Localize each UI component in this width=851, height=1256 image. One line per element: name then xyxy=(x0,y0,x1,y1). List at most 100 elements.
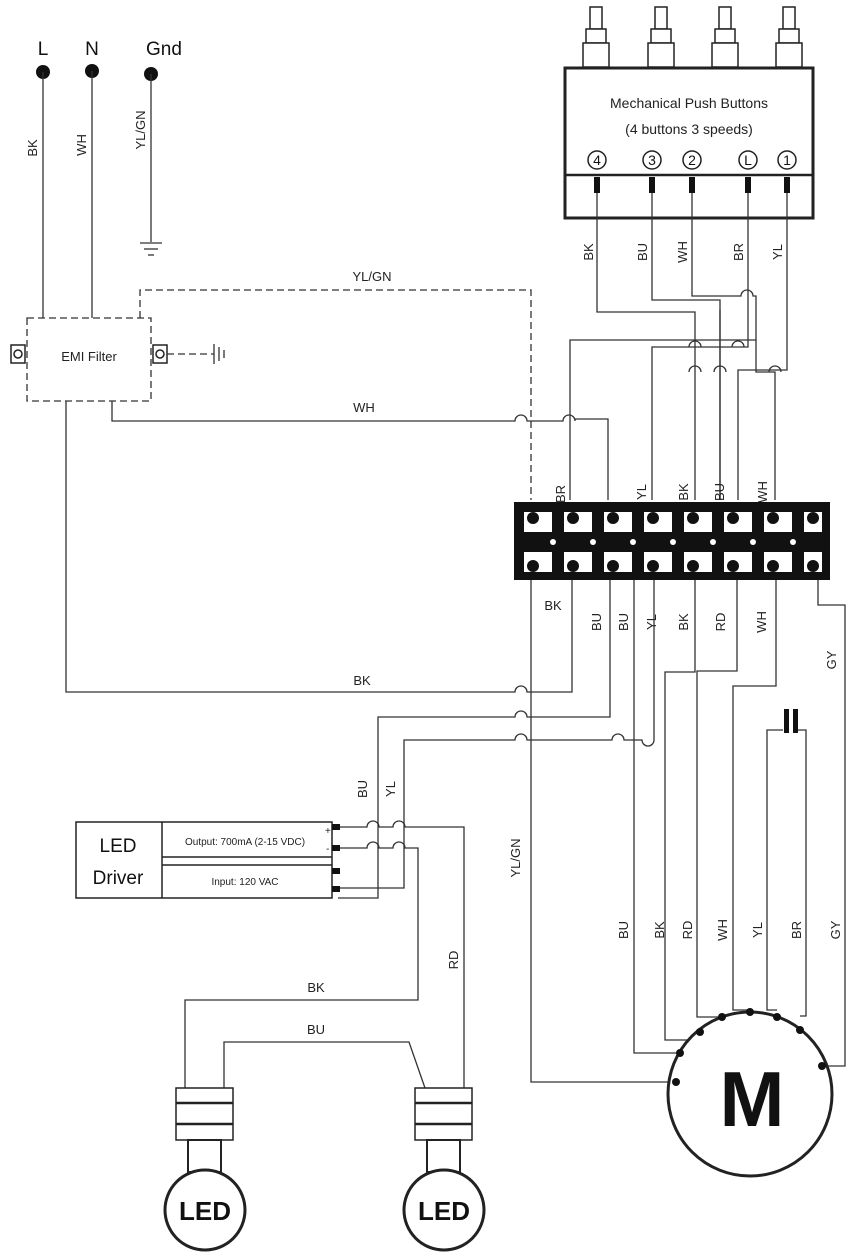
ground-wire-color: YL/GN xyxy=(133,110,148,149)
led-right-bulb-icon xyxy=(402,1168,486,1252)
terminal-screws xyxy=(527,512,819,572)
motor-bk-wire xyxy=(664,580,700,1041)
motor-ground-wire-label: YL/GN xyxy=(508,838,523,877)
button-3-circle xyxy=(642,150,662,170)
led-right-label: LED xyxy=(418,1196,470,1226)
plunger-1 xyxy=(582,6,610,68)
button-2-number: 2 xyxy=(688,152,696,168)
neutral-label: N xyxy=(85,39,99,60)
terminal-top-br: BR xyxy=(553,485,568,503)
led-rd-wire xyxy=(340,820,465,1088)
terminal-bridge-dots xyxy=(550,539,796,545)
button-4-number: 4 xyxy=(593,152,601,168)
button-number-circles: 4 3 2 L 1 xyxy=(587,150,797,170)
chassis-ground-icon xyxy=(213,344,225,364)
neutral-wire-color: WH xyxy=(74,134,89,156)
button-1-number: 1 xyxy=(783,152,791,168)
push-buttons: Mechanical Push Buttons (4 buttons 3 spe… xyxy=(563,6,815,263)
terminal-bottom-bu-2: BU xyxy=(616,613,631,631)
led-driver-plus: + xyxy=(325,826,331,837)
emi-white-wire-label: WH xyxy=(353,400,375,415)
led-bu-label: BU xyxy=(307,1022,325,1037)
line-wire-color: BK xyxy=(25,139,40,157)
plunger-4 xyxy=(775,6,803,68)
driver-bu-label: BU xyxy=(355,780,370,798)
terminal-bottom-gy: GY xyxy=(824,650,839,669)
button-wire-yl: YL xyxy=(770,244,785,260)
led-bu-wire xyxy=(223,1041,426,1089)
emi-white-wire xyxy=(111,401,609,500)
button-wire-bk: BK xyxy=(581,243,596,261)
button-plungers xyxy=(582,6,803,68)
emi-ground-wire-label: YL/GN xyxy=(352,269,391,284)
led-bk-wire xyxy=(184,841,419,1088)
motor-gy-wire xyxy=(817,580,846,1067)
motor-lead-yl: YL xyxy=(750,922,765,938)
led-left-label: LED xyxy=(179,1196,231,1226)
button-pins xyxy=(594,177,790,193)
led-rd-label: RD xyxy=(446,951,461,970)
button-wire-br: BR xyxy=(731,243,746,261)
emi-filter-box xyxy=(26,317,152,402)
led-driver-label-line2: Driver xyxy=(93,868,144,889)
push-buttons-subtitle: (4 buttons 3 speeds) xyxy=(625,121,753,137)
emi-ground-wire xyxy=(139,289,532,500)
terminal-bottom-wh: WH xyxy=(754,611,769,633)
plunger-3 xyxy=(711,6,739,68)
emi-black-wire xyxy=(65,401,573,693)
led-bk-label: BK xyxy=(307,980,325,995)
led-lamp-right: LED xyxy=(402,1087,486,1252)
led-driver-minus: - xyxy=(326,844,329,855)
emi-left-connector-icon xyxy=(10,344,26,364)
button-wire-bu: BU xyxy=(635,243,650,261)
button-3-number: 3 xyxy=(648,152,656,168)
motor: M BU BK RD WH YL BR GY xyxy=(616,919,843,1178)
motor-ground-wire xyxy=(530,580,676,1083)
led-lamp-left: LED xyxy=(163,1087,247,1252)
motor-yl-wire xyxy=(766,729,783,1011)
led-driver-pins xyxy=(332,824,340,892)
terminal-bottom-bu-1: BU xyxy=(589,613,604,631)
terminal-top-bu: BU xyxy=(712,483,727,501)
terminal-top-yl: YL xyxy=(634,484,649,500)
plunger-2 xyxy=(647,6,675,68)
led-driver-output: Output: 700mA (2-15 VDC) xyxy=(185,837,305,848)
led-left-bulb-icon xyxy=(163,1168,247,1252)
terminal-bottom-rd: RD xyxy=(713,613,728,632)
button-to-terminal-wires xyxy=(569,193,788,500)
led-driver-input: Input: 120 VAC xyxy=(211,877,278,888)
terminal-block: BK BU BU YL BK RD WH GY xyxy=(514,502,839,669)
ground-label: Gnd xyxy=(146,39,182,60)
driver-yl-wire xyxy=(338,580,655,889)
motor-br-wire xyxy=(797,729,807,1017)
button-l-circle xyxy=(738,150,758,170)
button-2-circle xyxy=(682,150,702,170)
motor-lead-br: BR xyxy=(789,921,804,939)
led-driver-box xyxy=(75,821,333,899)
driver-yl-label: YL xyxy=(383,781,398,797)
push-button-housing xyxy=(563,66,815,220)
emi-filter: EMI Filter xyxy=(10,317,225,402)
driver-bu-wire xyxy=(338,580,611,899)
motor-lead-bk: BK xyxy=(652,921,667,939)
emi-to-terminal-wires: YL/GN WH BK BR YL BK BU WH xyxy=(65,269,770,693)
motor-lead-wh: WH xyxy=(715,919,730,941)
motor-terminal-dots xyxy=(672,1008,826,1086)
motor-lead-rd: RD xyxy=(680,921,695,940)
terminal-bottom-yl: YL xyxy=(644,614,659,630)
emi-filter-label: EMI Filter xyxy=(61,349,117,364)
supply-terminals: L N Gnd BK WH YL/GN xyxy=(25,39,182,318)
led-driver: LED Driver Output: 700mA (2-15 VDC) Inpu… xyxy=(75,821,340,899)
motor-lead-gy: GY xyxy=(828,920,843,939)
led-wires: BK BU RD xyxy=(184,820,465,1089)
earth-ground-icon xyxy=(140,242,162,256)
led-driver-label-line1: LED xyxy=(100,836,137,857)
motor-wh-wire xyxy=(732,580,777,1011)
terminal-bottom-bk-2: BK xyxy=(676,613,691,631)
capacitor-icon xyxy=(784,709,798,733)
button-4-circle xyxy=(587,150,607,170)
terminal-top-bk: BK xyxy=(676,483,691,501)
motor-rd-wire xyxy=(696,580,738,1018)
terminal-output-wires: YL/GN BU YL xyxy=(338,580,846,1083)
